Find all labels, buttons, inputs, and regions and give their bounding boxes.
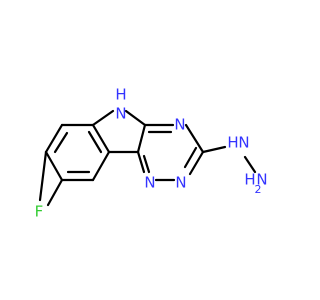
bond-layer: [38, 109, 257, 207]
atom-hydrazine-n-label: N: [238, 134, 249, 152]
bond: [44, 150, 64, 182]
bond: [243, 155, 257, 174]
atom-hydrazine-h-label: H: [227, 134, 238, 152]
bond: [46, 178, 64, 207]
bond: [184, 123, 205, 154]
atom-labels: H N N N N H N H N 2 F: [35, 86, 268, 221]
atom-indole-n-label: N: [115, 105, 126, 123]
bond: [53, 131, 69, 154]
bond: [136, 123, 147, 154]
bond: [201, 145, 227, 154]
bond: [142, 154, 151, 174]
molecule-diagram: H N N N N H N H N 2 F: [35, 86, 268, 221]
atom-terminal-h-label: H: [244, 171, 255, 189]
atom-indole-h-label: H: [115, 86, 126, 104]
structure-canvas: H N N N N H N H N 2 F: [34, 85, 268, 221]
bond: [188, 150, 205, 176]
bond: [124, 109, 147, 127]
atom-fluorine-label: F: [35, 203, 44, 221]
bond: [44, 123, 64, 154]
atom-terminal-n-label: N: [256, 171, 267, 189]
bond: [38, 150, 48, 202]
atom-terminal-h2-subscript: 2: [255, 183, 262, 196]
atom-triazine-n-bottom-right-label: N: [175, 174, 186, 192]
atom-triazine-n-top-label: N: [174, 116, 185, 134]
bond: [91, 109, 115, 127]
bond: [183, 146, 198, 169]
atom-triazine-n-bottom-left-label: N: [144, 174, 155, 192]
bond: [91, 123, 111, 154]
bond: [136, 150, 146, 174]
bond: [91, 150, 111, 182]
bond: [87, 130, 103, 154]
